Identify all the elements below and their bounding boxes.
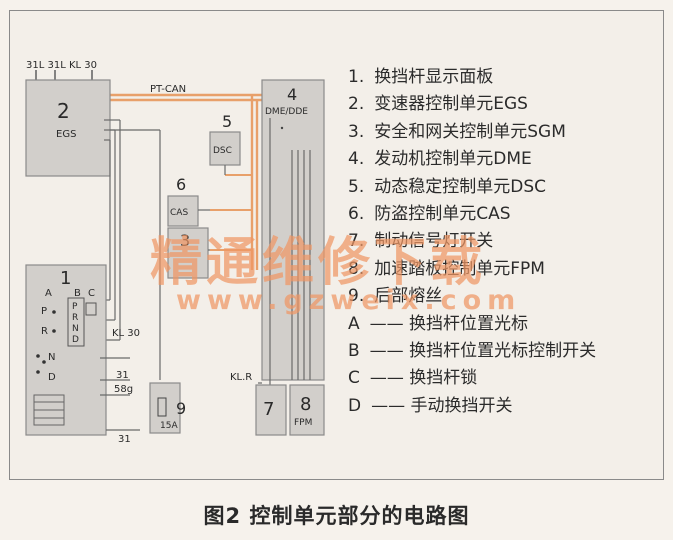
box-lever-number: 1 xyxy=(60,268,71,289)
legend-list: 1.换挡杆显示面板 2.变速器控制单元EGS 3.安全和网关控制单元SGM 4.… xyxy=(348,64,658,420)
legend-item-5: 5.动态稳定控制单元DSC xyxy=(348,176,546,197)
box-brake-number: 7 xyxy=(263,399,274,420)
prnd-r: R xyxy=(72,313,78,323)
box-egs xyxy=(25,79,111,177)
label-31a: 31 xyxy=(116,370,129,381)
prnd-p: P xyxy=(72,302,78,312)
label-31b: 31 xyxy=(118,434,131,445)
legend-item-6: 6.防盗控制单元CAS xyxy=(348,203,511,224)
label-c: C xyxy=(88,288,95,299)
box-dsc xyxy=(209,131,241,166)
legend-item-7: 7.制动信号灯开关 xyxy=(348,231,494,252)
box-cas xyxy=(167,195,199,227)
legend-item-a: A—— 换挡杆位置光标 xyxy=(348,313,529,334)
box-fpm-number: 8 xyxy=(300,394,311,415)
box-fuse-number: 9 xyxy=(176,399,186,418)
box-cas-label: CAS xyxy=(170,208,188,218)
box-dme-label: DME/DDE xyxy=(265,107,308,117)
box-egs-label: EGS xyxy=(56,129,76,140)
box-lever-panel xyxy=(25,264,107,436)
figure-frame xyxy=(9,10,664,480)
label-r: R xyxy=(41,326,48,337)
box-fuse xyxy=(149,382,181,434)
legend-item-d: D—— 手动换挡开关 xyxy=(348,395,513,416)
label-p: P xyxy=(41,306,47,317)
label-b: B xyxy=(74,288,81,299)
box-dme xyxy=(261,79,325,381)
label-a: A xyxy=(45,288,52,299)
legend-item-3: 3.安全和网关控制单元SGM xyxy=(348,121,566,142)
box-brake-switch xyxy=(255,384,287,436)
legend-item-9: 9.后部熔丝 xyxy=(348,286,443,307)
box-dsc-number: 5 xyxy=(222,112,232,131)
box-fpm-label: FPM xyxy=(294,418,312,428)
prnd-n: N xyxy=(72,324,79,334)
legend-item-8: 8.加速踏板控制单元FPM xyxy=(348,258,545,279)
legend-item-4: 4.发动机控制单元DME xyxy=(348,149,532,170)
label-58g: 58g xyxy=(114,384,133,395)
prnd-d: D xyxy=(72,335,79,345)
figure-caption: 图2 控制单元部分的电路图 xyxy=(203,504,470,528)
box-sgm-number: 3 xyxy=(180,231,190,250)
box-fpm xyxy=(289,384,325,436)
box-fuse-label: 15A xyxy=(160,421,178,431)
legend-item-1: 1.换挡杆显示面板 xyxy=(348,67,494,87)
box-dme-number: 4 xyxy=(287,85,297,104)
label-pt-can: PT-CAN xyxy=(150,84,186,95)
legend-item-2: 2.变速器控制单元EGS xyxy=(348,94,528,115)
label-kl30-mid: KL 30 xyxy=(112,328,140,339)
legend-item-b: B—— 换挡杆位置光标控制开关 xyxy=(348,340,597,361)
label-n: N xyxy=(48,352,55,363)
box-dsc-label: DSC xyxy=(213,146,232,156)
watermark-url: www.gzweix.com xyxy=(176,285,522,316)
box-cas-number: 6 xyxy=(176,175,186,194)
label-kl30-top: 31L 31L KL 30 xyxy=(26,60,97,71)
legend-item-c: C—— 换挡杆锁 xyxy=(348,368,478,389)
box-sgm xyxy=(167,227,209,279)
label-d: D xyxy=(48,372,56,383)
box-egs-number: 2 xyxy=(57,99,70,123)
label-klr: KL.R xyxy=(230,372,252,383)
watermark-text: 精通维修下载 xyxy=(150,232,487,293)
